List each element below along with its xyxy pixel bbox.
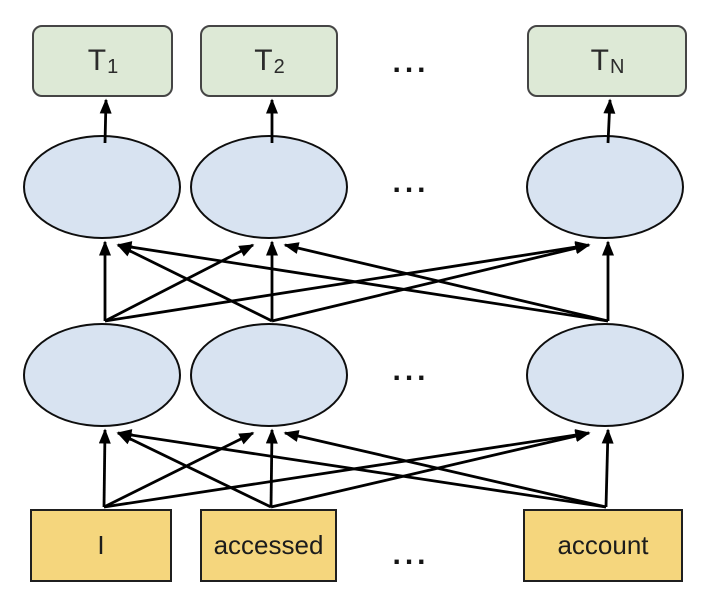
edge-arrow-in1-to-h1_n [103, 429, 591, 509]
edge-arrow-in2-to-h1_n [270, 430, 591, 509]
output-row-ellipsis: ... [392, 46, 430, 79]
input-row-ellipsis: ... [392, 538, 430, 571]
hidden-lower-row-ellipsis: ... [392, 354, 430, 387]
edge-arrow-inn-to-h1_2 [283, 430, 607, 509]
edge-arrow-h1_1-to-h2_2 [104, 243, 255, 323]
input-node-i: I [30, 509, 172, 582]
hidden-upper-node-1 [23, 135, 181, 239]
hidden-upper-row-ellipsis: ... [392, 166, 430, 199]
edge-arrow-in1-to-h1_2 [103, 431, 255, 509]
hidden-upper-node-2 [190, 135, 348, 239]
input-label: accessed [213, 530, 324, 560]
hidden-lower-node-2 [190, 323, 348, 427]
hidden-upper-node-n [526, 135, 684, 239]
edge-arrow-in2-to-h1_2 [265, 428, 278, 508]
input-node-account: account [523, 509, 683, 582]
hidden-lower-node-n [526, 323, 684, 427]
edge-arrow-h1_n-to-h2_2 [283, 242, 609, 323]
edge-arrow-h1_2-to-h2_n [271, 242, 591, 323]
edge-arrow-in2-to-h1_1 [116, 431, 272, 509]
edge-arrow-h1_n-to-h2_1 [116, 241, 609, 323]
input-label: I [97, 530, 105, 560]
edge-arrow-h1_2-to-h2_1 [116, 243, 273, 323]
edge-arrow-in1-to-h1_1 [98, 428, 111, 508]
output-label: T [590, 44, 609, 77]
input-node-accessed: accessed [200, 509, 337, 582]
hidden-lower-node-1 [23, 323, 181, 427]
edge-arrow-inn-to-h1_n [601, 428, 614, 508]
edge-arrow-h1_1-to-h2_n [104, 241, 591, 323]
input-label: account [557, 530, 649, 560]
edge-arrow-inn-to-h1_1 [116, 429, 607, 509]
output-label: T [87, 44, 107, 77]
output-label: T [254, 44, 273, 77]
